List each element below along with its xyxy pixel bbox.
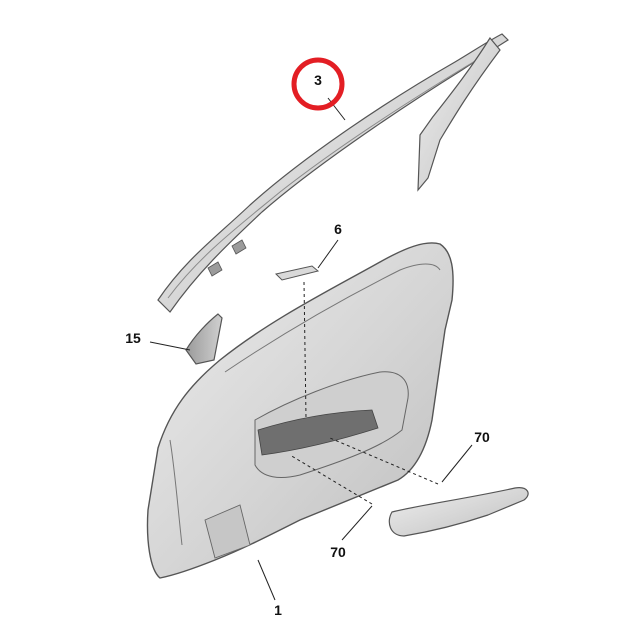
leader-line-6b — [303, 281, 307, 419]
leader-line-70b-dash — [289, 454, 373, 505]
leader-line-1 — [257, 559, 276, 601]
leader-line-70a — [441, 444, 473, 483]
corner-trim-part — [185, 313, 223, 365]
callout-15: 15 — [125, 330, 141, 346]
callout-70-lower: 70 — [330, 544, 346, 560]
callout-labels: 3 6 15 70 70 1 — [125, 72, 490, 618]
callout-6: 6 — [334, 221, 342, 237]
callout-70-upper: 70 — [474, 429, 490, 445]
leader-line-70a-dash — [329, 437, 439, 485]
leader-line-70b — [341, 505, 373, 541]
door-panel-part — [146, 242, 454, 579]
highlight-circle — [291, 57, 345, 111]
callout-1: 1 — [274, 602, 282, 618]
callout-3: 3 — [314, 72, 322, 88]
trim-clip-part — [275, 265, 320, 281]
leader-line-15 — [149, 341, 191, 351]
window-seal-strip-part — [157, 33, 509, 313]
leader-line-6 — [317, 239, 339, 269]
leader-lines — [149, 97, 473, 601]
door-pull-handle-part — [388, 487, 529, 537]
